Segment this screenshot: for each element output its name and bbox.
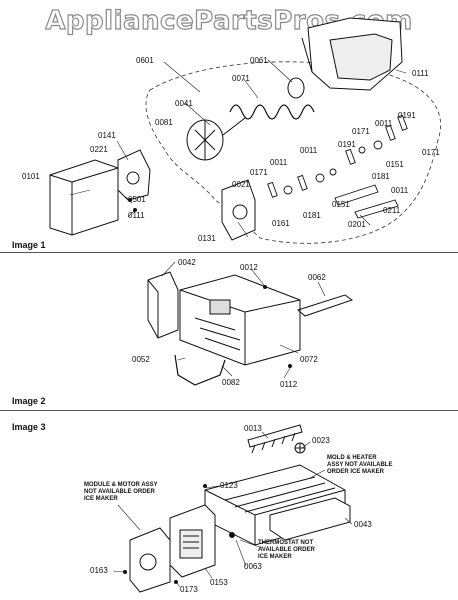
bearing — [288, 78, 304, 98]
wire-harness — [298, 295, 352, 316]
part-label: 0063 — [244, 562, 262, 571]
part-label: 0111 — [128, 211, 145, 220]
auger-blade — [187, 118, 245, 160]
part-label: 0041 — [175, 99, 193, 108]
ejector-blade — [248, 425, 302, 453]
part-label: 0061 — [250, 56, 268, 65]
part-label: 0171 — [422, 148, 440, 157]
part-label: 0191 — [398, 111, 416, 120]
note-thermostat: THERMOSTAT NOT AVAILABLE ORDER ICE MAKER — [258, 540, 315, 560]
mounting-plate — [222, 180, 255, 240]
part-label: 0011 — [300, 146, 318, 155]
thermostat — [229, 532, 235, 538]
part-label: 0082 — [222, 378, 240, 387]
part-label: 0163 — [90, 566, 108, 575]
part-label: 0123 — [220, 481, 238, 490]
part-label: 0151 — [386, 160, 404, 169]
section-title-image2: Image 2 — [12, 396, 46, 406]
part-label: 0173 — [180, 585, 198, 594]
part-label: 0062 — [308, 273, 326, 282]
motor-housing — [130, 528, 170, 592]
part-label: 0043 — [354, 520, 372, 529]
leader-lines-image3 — [113, 432, 352, 587]
front-cover — [50, 160, 118, 235]
part-label: 0042 — [178, 258, 196, 267]
image1-exploded-view — [0, 0, 458, 250]
auger-spring — [230, 105, 314, 119]
section-title-image1: Image 1 — [12, 240, 46, 250]
part-label: 0011 — [375, 119, 393, 128]
ice-maker-assembly — [180, 275, 300, 365]
part-label: 0072 — [300, 355, 318, 364]
part-label: 0011 — [391, 186, 409, 195]
ice-maker-cover — [148, 272, 178, 338]
part-label: 0211 — [383, 206, 401, 215]
part-label: 0071 — [232, 74, 250, 83]
part-label: 0151 — [332, 200, 350, 209]
part-label: 0181 — [303, 211, 321, 220]
part-label: 0131 — [198, 234, 216, 243]
part-label: 0111 — [412, 69, 429, 78]
part-label: 0012 — [240, 263, 258, 272]
ice-bin — [302, 18, 402, 90]
part-label: 0201 — [348, 220, 366, 229]
part-label: 0081 — [155, 118, 173, 127]
part-label: 0221 — [90, 145, 108, 154]
part-label: 0101 — [22, 172, 40, 181]
part-label: 0191 — [338, 140, 356, 149]
part-label: 0021 — [232, 180, 250, 189]
note-mold-heater: MOLD & HEATER ASSY NOT AVAILABLE ORDER I… — [327, 455, 393, 475]
part-label: 0161 — [272, 219, 290, 228]
leader-lines-image2 — [162, 262, 325, 378]
image2-exploded-view — [0, 0, 458, 410]
control-module — [170, 505, 215, 577]
leader-lines — [70, 60, 406, 237]
part-label: 0141 — [98, 131, 116, 140]
part-label: 0112 — [280, 380, 298, 389]
feeler-arm — [175, 355, 225, 385]
screw-small — [263, 285, 292, 368]
part-label: 0052 — [132, 355, 150, 364]
part-label: 0023 — [312, 436, 330, 445]
section-divider — [0, 410, 458, 411]
part-label: 0153 — [210, 578, 228, 587]
part-label: 0501 — [128, 195, 146, 204]
small-parts — [268, 115, 407, 218]
assembly-outline — [146, 62, 441, 244]
gear — [295, 443, 305, 453]
motor — [118, 150, 150, 200]
part-label: 0181 — [372, 172, 390, 181]
section-title-image3: Image 3 — [12, 422, 46, 432]
part-label: 0601 — [136, 56, 154, 65]
part-label: 0171 — [352, 127, 370, 136]
note-module-motor: MODULE & MOTOR ASSY NOT AVAILABLE ORDER … — [84, 482, 158, 502]
section-divider — [0, 252, 458, 253]
part-label: 0013 — [244, 424, 262, 433]
part-label: 0011 — [270, 158, 288, 167]
part-label: 0171 — [250, 168, 268, 177]
